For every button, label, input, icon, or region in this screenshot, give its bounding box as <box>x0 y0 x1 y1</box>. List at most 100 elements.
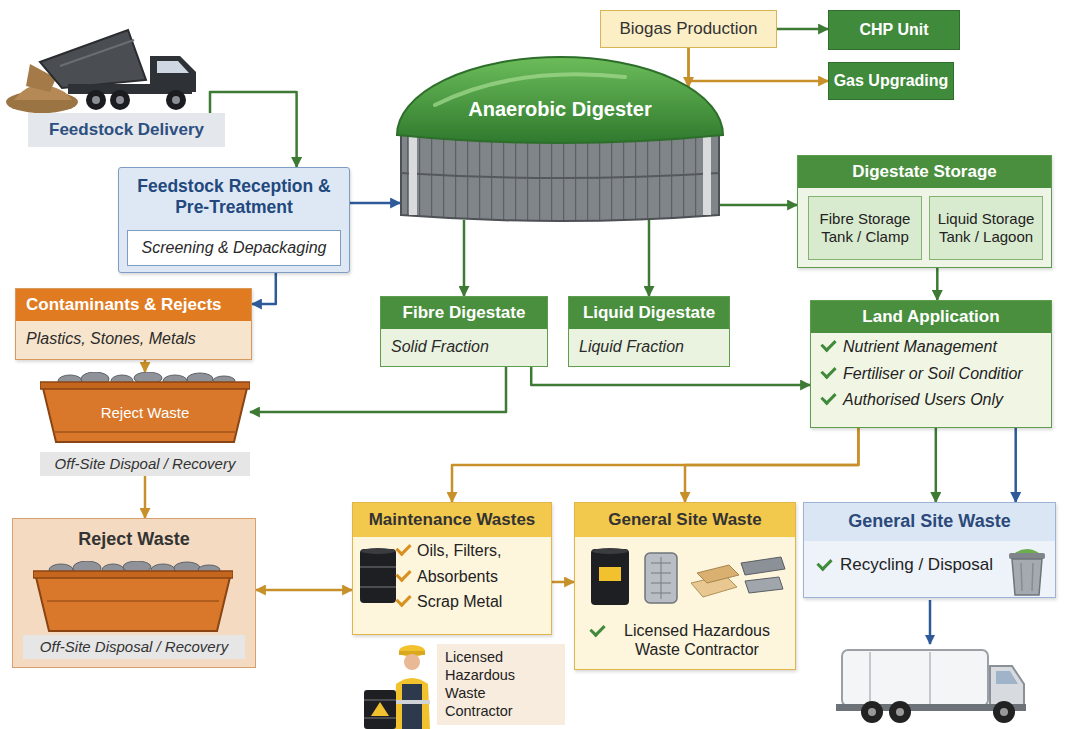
dump-truck <box>110 90 130 110</box>
node-title: Feedstock Delivery <box>43 120 210 140</box>
collection-truck <box>869 652 871 704</box>
collection-truck <box>889 701 911 723</box>
flow-connector <box>689 48 829 81</box>
node-text: Fertiliser or Soil Conditior <box>811 360 1051 386</box>
waste-items-icons <box>697 565 739 583</box>
node-title: Reject Waste <box>13 519 255 551</box>
collection-truck <box>868 708 876 716</box>
node-title: Screening & Depackaging <box>137 238 330 257</box>
product-box: Liquid DigestateLiquid Fraction <box>568 296 730 367</box>
node-text: Liquid Fraction <box>569 329 729 364</box>
collection-truck <box>996 671 1018 684</box>
node-title: Digestate Storage <box>798 156 1051 188</box>
node-title: Fibre Digestate <box>381 297 547 329</box>
skip-illustration <box>33 561 233 633</box>
flow-connector <box>350 202 400 205</box>
dump-truck <box>6 30 196 113</box>
bin-icon <box>1009 553 1045 559</box>
reject-box: Contaminants & RejectsPlastics, Stones, … <box>15 288 252 360</box>
dump-truck <box>92 96 100 104</box>
flow-connector <box>936 268 939 300</box>
node-title: Fibre Storage Tank / Clamp <box>812 210 918 246</box>
node-text: Authorised Users Only <box>811 386 1051 412</box>
node-title: Biogas Production <box>616 19 762 39</box>
node-text: Oils, Filters, <box>353 537 551 562</box>
collection-truck <box>1000 708 1008 716</box>
flow-connector <box>463 220 466 296</box>
flow-connector <box>685 428 858 502</box>
node-title: Contaminants & Rejects <box>16 289 251 321</box>
node-text: Solid Fraction <box>381 329 547 364</box>
note-label: Licensed Hazardous Waste Contractor <box>437 644 565 725</box>
skip-illustration <box>40 382 250 389</box>
flow-connector <box>250 367 506 412</box>
storage-sub-box: Fibre Storage Tank / Clamp <box>808 196 922 260</box>
collection-truck <box>929 652 931 704</box>
node-title: General Site Waste <box>804 503 1055 541</box>
oil-drum-icon <box>359 547 397 605</box>
output-box: Gas Upgrading <box>828 62 954 100</box>
collection-truck <box>896 708 904 716</box>
dump-truck <box>157 61 189 73</box>
digester-illustration <box>409 135 417 215</box>
node-title: Gas Upgrading <box>830 71 953 90</box>
waste-items-icons <box>592 548 628 554</box>
skip-container: Reject WasteOff-Site Dispoal / Recovery <box>40 372 250 476</box>
bin-icon <box>1021 563 1022 591</box>
waste-box: General Site WasteLicensed Hazardous Was… <box>574 502 796 670</box>
node-text: Licensed Hazardous Waste Contractor <box>575 617 795 669</box>
digester-illustration <box>395 55 725 225</box>
flow-connector <box>648 220 651 296</box>
waste-items-icons <box>575 543 797 609</box>
dump-truck <box>86 90 106 110</box>
node-title: Anaerobic Digester <box>395 97 725 121</box>
flow-connector <box>552 581 574 584</box>
reject-panel: Reject WasteOff-Site Disposal / Recovery <box>12 518 256 668</box>
storage-box: Digestate StorageFibre Storage Tank / Cl… <box>797 155 1052 268</box>
digester-illustration <box>401 173 719 178</box>
flow-arrow <box>929 600 932 644</box>
node-title: Liquid Storage Tank / Lagoon <box>933 210 1039 246</box>
oil-drum-icon <box>360 566 396 568</box>
node-text: Scrap Metal <box>353 588 551 613</box>
product-box: Fibre DigestateSolid Fraction <box>380 296 548 367</box>
collection-truck <box>990 666 1024 706</box>
flow-connector <box>1014 428 1017 502</box>
node-title: CHP Unit <box>855 20 932 39</box>
flow-connector <box>452 428 858 502</box>
node-title: General Site Waste <box>575 503 795 537</box>
waste-items-icons <box>645 553 677 603</box>
digester-tank: Anaerobic Digester <box>395 55 725 225</box>
node-text: Nutrient Management <box>811 333 1051 359</box>
waste-box: General Site WasteRecycling / Disposal <box>803 502 1056 598</box>
waste-items-icons <box>745 577 783 593</box>
collection-truck <box>842 650 988 706</box>
worker-with-barrel <box>394 678 430 729</box>
worker-with-barrel <box>402 684 422 729</box>
collection-truck <box>836 650 1026 723</box>
skip-illustration <box>35 573 231 631</box>
flow-connector <box>777 28 828 31</box>
flow-connector <box>720 204 797 207</box>
flow-connector <box>144 476 147 518</box>
bin-icon <box>1012 559 1042 595</box>
worker-with-barrel <box>364 690 396 729</box>
waste-items-icons <box>660 557 661 599</box>
node-text: Plastics, Stones, Metals <box>16 321 251 356</box>
bin-icon <box>1007 545 1047 597</box>
collection-truck <box>861 701 883 723</box>
bin-icon <box>1032 563 1033 591</box>
flow-connector <box>144 360 147 372</box>
node-text: Off-Site Dispoal / Recovery <box>40 452 250 476</box>
dump-truck <box>60 40 134 66</box>
process-box: Biogas Production <box>600 10 777 48</box>
worker-with-barrel <box>364 717 396 719</box>
skip-illustration <box>54 431 236 433</box>
node-text: Recycling / Disposal <box>804 541 1055 583</box>
source-label: Feedstock Delivery <box>28 113 225 147</box>
bin-icon <box>1015 549 1039 553</box>
storage-sub-box: Liquid Storage Tank / Lagoon <box>929 196 1043 260</box>
waste-items-icons <box>599 567 621 581</box>
dump-truck <box>150 56 196 92</box>
output-box: CHP Unit <box>828 10 960 50</box>
